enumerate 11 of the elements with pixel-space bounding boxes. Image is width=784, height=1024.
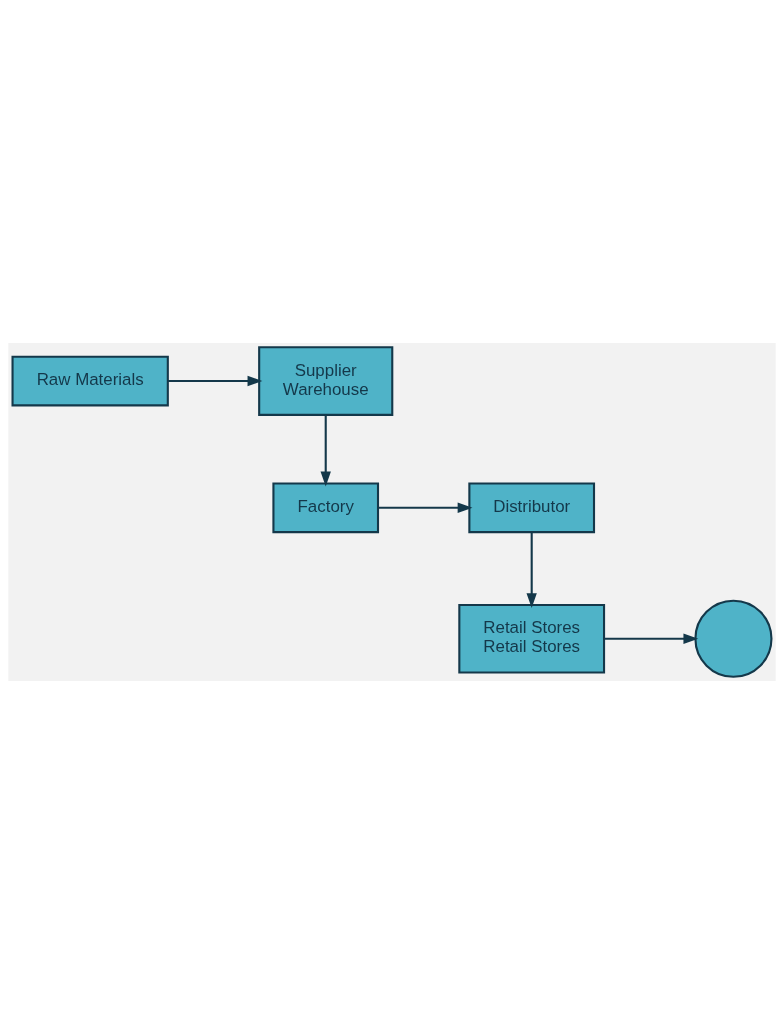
node-box: Supplier Warehouse [258,346,394,416]
arrow [604,633,699,644]
node-circle [694,599,773,678]
node-box: Factory [272,482,380,534]
node-box: Raw Materials [11,355,169,407]
arrow [320,414,331,487]
arrow [378,502,473,513]
node-box: Distributor [468,482,596,534]
node-box: Retail Stores Retail Stores [458,603,606,674]
arrow [167,375,263,387]
arrow [526,532,537,609]
